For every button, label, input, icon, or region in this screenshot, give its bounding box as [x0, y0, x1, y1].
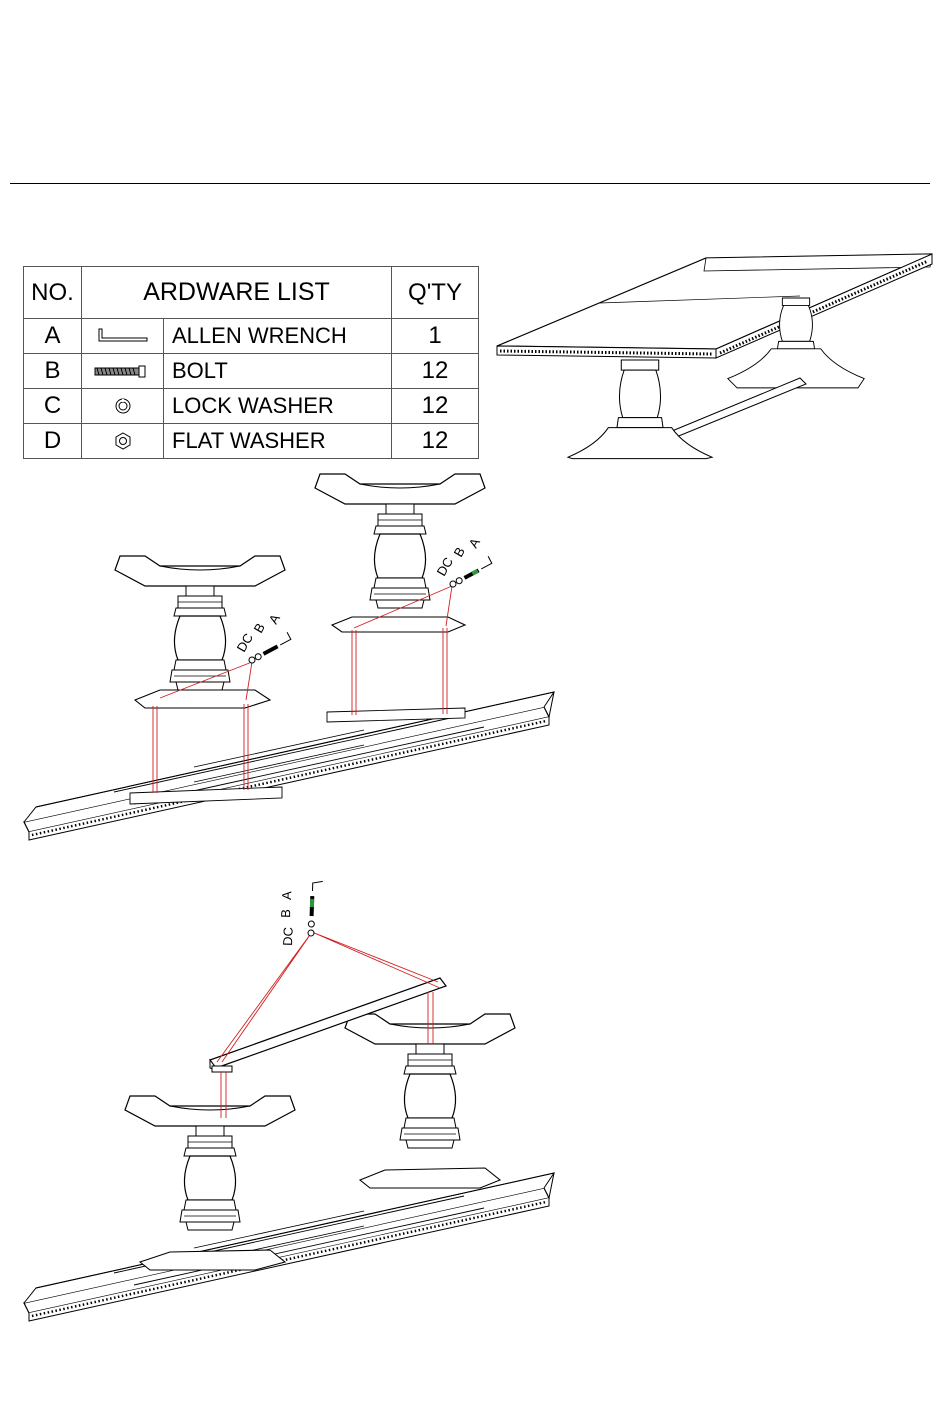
callout-b: B — [251, 620, 268, 635]
step2-illustration: DC B A — [24, 881, 554, 1321]
callout-dc: DC — [434, 555, 456, 579]
callout-b: B — [451, 544, 468, 559]
callout-a: A — [279, 891, 294, 901]
callout-a: A — [266, 611, 283, 626]
callout-b: B — [278, 909, 293, 918]
callout-a: A — [466, 535, 483, 550]
assembled-table-illustration — [497, 254, 932, 459]
step1-illustration: DC B A DC B A — [24, 474, 554, 840]
callout-dc: DC — [234, 631, 256, 655]
callout-dc: DC — [280, 927, 296, 946]
